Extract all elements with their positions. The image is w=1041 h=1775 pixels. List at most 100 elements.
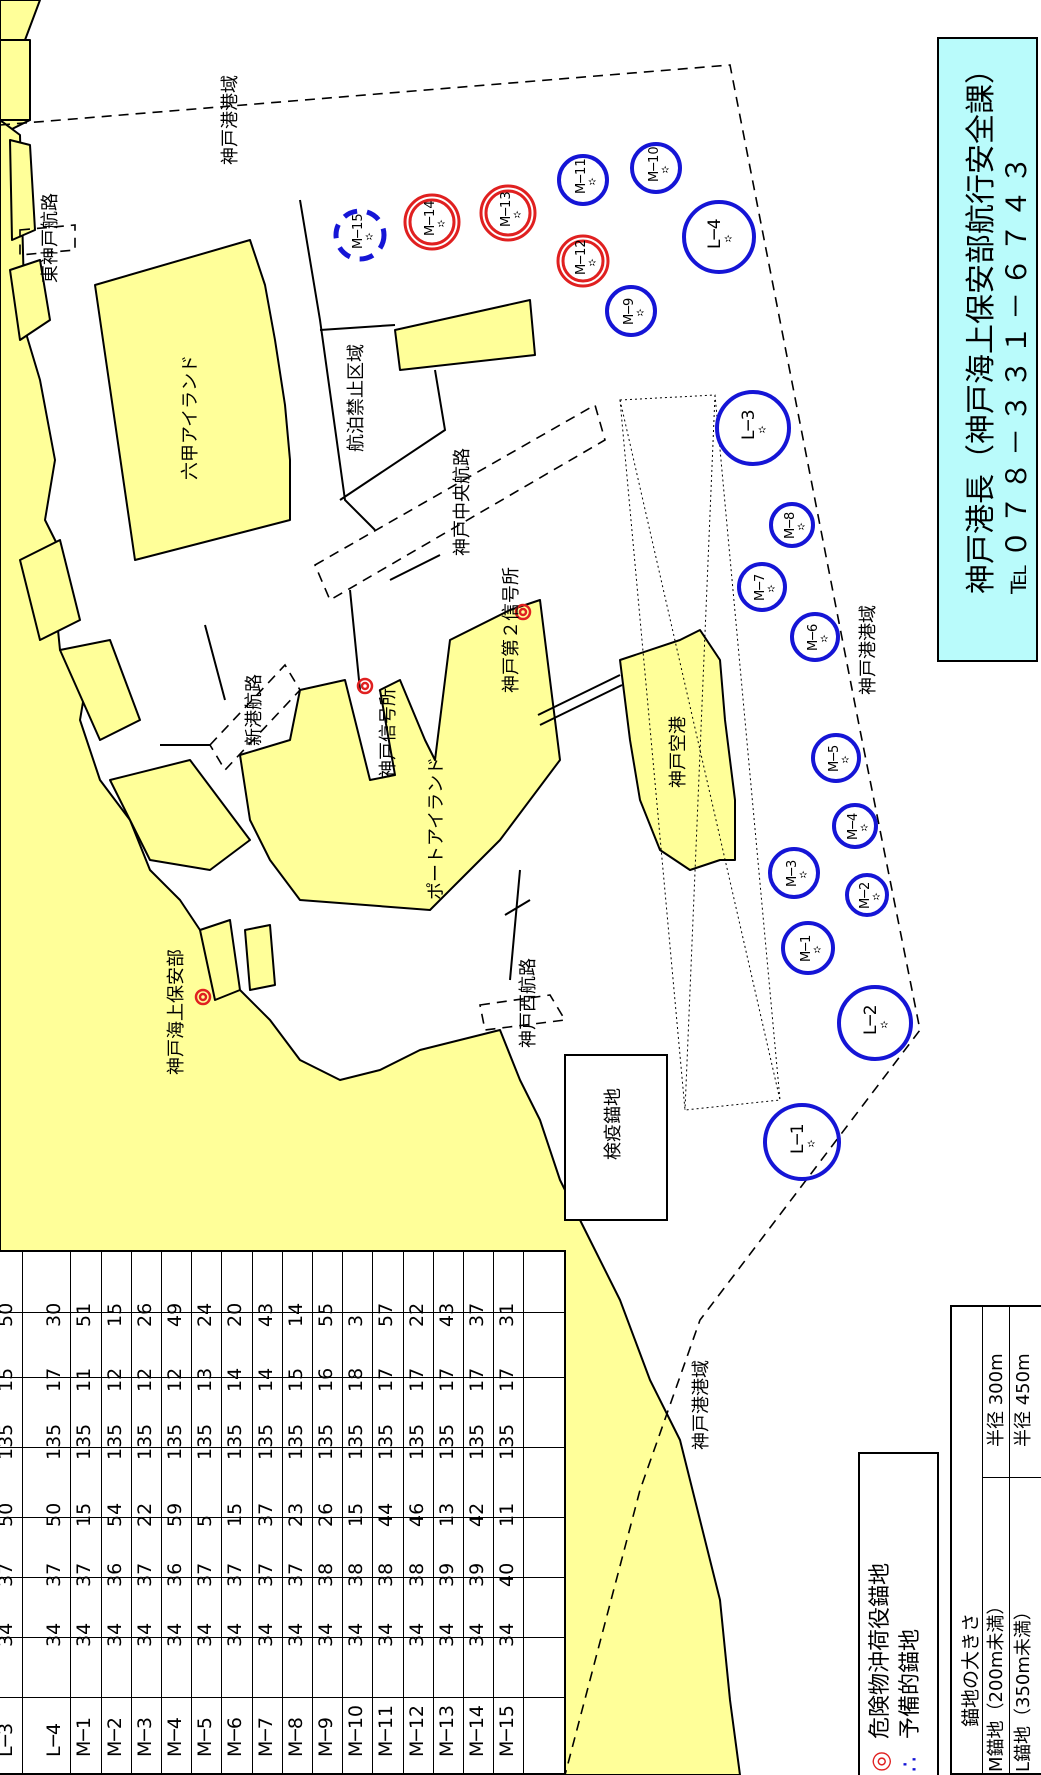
anchorage-circle-m-13 — [479, 184, 537, 242]
contact-title: 神戸港長（神戸海上保安部航行安全課） — [964, 54, 999, 594]
coord-cell-id: M─7 — [254, 1717, 277, 1757]
signal-2-marker — [514, 603, 532, 621]
anchorage-circle-m-14 — [403, 193, 461, 251]
pier-3 — [9, 259, 51, 341]
anchorage-circle-m-12 — [556, 234, 610, 288]
pier-8 — [244, 924, 276, 991]
anchor-star-icon: ✫ — [758, 425, 767, 436]
coord-cell-value: 13 — [194, 1367, 217, 1392]
coord-row-divider — [402, 1252, 404, 1775]
coord-cell-value: 39 — [435, 1562, 458, 1587]
coord-row-divider — [22, 1252, 24, 1775]
coord-row-divider — [523, 1252, 525, 1775]
coord-cell-id: M─14 — [466, 1704, 488, 1757]
port-area-label-top: 神戸港港域 — [220, 75, 241, 165]
signal-2-label: 神戸第２信号所 — [501, 567, 522, 693]
coord-cell-value: 34 — [164, 1622, 186, 1647]
west-route-label: 神戸西航路 — [518, 958, 539, 1048]
anchorage-label-m-6: M─6 — [806, 623, 821, 651]
coord-row-divider — [70, 1252, 72, 1775]
signal-1-marker — [356, 677, 374, 695]
coord-cell-value: 34 — [466, 1622, 488, 1647]
coord-cell-value: 34 — [405, 1622, 428, 1647]
coord-col-divider — [0, 1697, 566, 1698]
coord-cell-value: 34 — [345, 1622, 368, 1647]
anchor-star-icon: ✫ — [767, 584, 776, 595]
quarantine-box — [564, 1054, 668, 1221]
coord-row-divider — [493, 1252, 495, 1775]
size-row-radius: 半径 450m — [1013, 1353, 1034, 1447]
coord-cell-value: 34 — [0, 1622, 17, 1647]
coord-cell-value: 37 — [194, 1562, 217, 1587]
anchor-star-icon: ✫ — [799, 870, 808, 881]
shinko-route-label: 新港航路 — [244, 674, 265, 746]
coord-row-divider — [251, 1252, 253, 1775]
coord-cell-value: 17 — [405, 1367, 428, 1392]
coord-cell-value: 22 — [405, 1302, 428, 1327]
coord-cell-id: M─13 — [435, 1704, 458, 1757]
pier-2 — [9, 139, 36, 241]
coord-cell-value: 44 — [375, 1502, 398, 1527]
coord-cell-value: 26 — [133, 1302, 156, 1327]
anchorage-label-m-14: M─14 — [423, 200, 438, 236]
anchorage-circle-m-2 — [845, 873, 889, 917]
size-row-name: L錨地（350m未満） — [1013, 1602, 1034, 1772]
anchorage-circle-l-2 — [837, 985, 913, 1061]
coord-cell-value: 59 — [164, 1502, 186, 1527]
coord-cell-id: M─3 — [133, 1717, 156, 1757]
coord-cell-value: 37 — [254, 1562, 277, 1587]
port-boundary — [0, 64, 921, 1775]
coord-cell-value: 135 — [224, 1423, 247, 1460]
anchor-star-icon: ✫ — [872, 892, 881, 903]
anchorage-label-l-1: L─1 — [788, 1123, 808, 1154]
coord-cell-value: 18 — [345, 1367, 368, 1392]
west-route — [479, 994, 567, 1031]
pier-4 — [19, 539, 81, 641]
anchorage-circle-m-3 — [768, 847, 820, 899]
coord-cell-value: 135 — [164, 1423, 186, 1460]
port-area-label-right: 神戸港港域 — [858, 605, 879, 695]
hazard-legend-icon: ◎ — [866, 1751, 894, 1772]
coord-cell-value: 34 — [496, 1622, 519, 1647]
anchorage-label-l-4: L─4 — [705, 218, 725, 249]
coord-cell-id: M─12 — [405, 1704, 428, 1757]
coord-cell-value: 14 — [284, 1302, 307, 1327]
coord-cell-value: 17 — [435, 1367, 458, 1392]
anchorage-label-m-8: M─8 — [783, 511, 798, 539]
anchorage-circle-m-4 — [832, 803, 878, 849]
kobe-airport-label: 神戸空港 — [668, 716, 689, 788]
coord-cell-value: 15 — [103, 1302, 126, 1327]
higashi-route-label: 東神戸航路 — [40, 193, 61, 283]
coord-col-divider — [0, 1447, 566, 1448]
central-route-label: 神戸中央航路 — [452, 448, 473, 556]
coord-cell-value: 22 — [133, 1502, 156, 1527]
coord-cell-id: L─4 — [43, 1722, 66, 1757]
anchorage-circle-m-15 — [333, 208, 387, 262]
coord-cell-value: 135 — [284, 1423, 307, 1460]
anchorage-inner-ring-m-13 — [484, 189, 532, 237]
coord-cell-value: 135 — [194, 1423, 217, 1460]
coord-cell-value: 46 — [405, 1502, 428, 1527]
coord-cell-value: 15 — [345, 1502, 368, 1527]
signal-1-label: 神戸信号所 — [378, 688, 399, 778]
coord-cell-value: 135 — [435, 1423, 458, 1460]
coord-cell-value: 51 — [73, 1302, 96, 1327]
anchorage-label-l-3: L─3 — [739, 409, 759, 440]
coord-cell-value: 12 — [164, 1367, 186, 1392]
coord-cell-value: 37 — [133, 1562, 156, 1587]
anchor-star-icon: ✫ — [437, 219, 446, 230]
anchor-star-icon: ✫ — [860, 823, 869, 834]
coord-cell-value: 50 — [43, 1502, 66, 1527]
anchorage-circle-m-10 — [630, 142, 682, 194]
coord-cell-value: 34 — [254, 1622, 277, 1647]
coord-cell-value: 49 — [164, 1302, 186, 1327]
coord-row-divider — [130, 1252, 132, 1775]
port-island — [239, 599, 561, 911]
coord-cell-value: 37 — [73, 1562, 96, 1587]
coord-cell-value: 135 — [133, 1423, 156, 1460]
anchor-star-icon: ✫ — [724, 234, 733, 245]
coord-cell-value: 37 — [224, 1562, 247, 1587]
anchor-star-icon: ✫ — [661, 165, 670, 176]
